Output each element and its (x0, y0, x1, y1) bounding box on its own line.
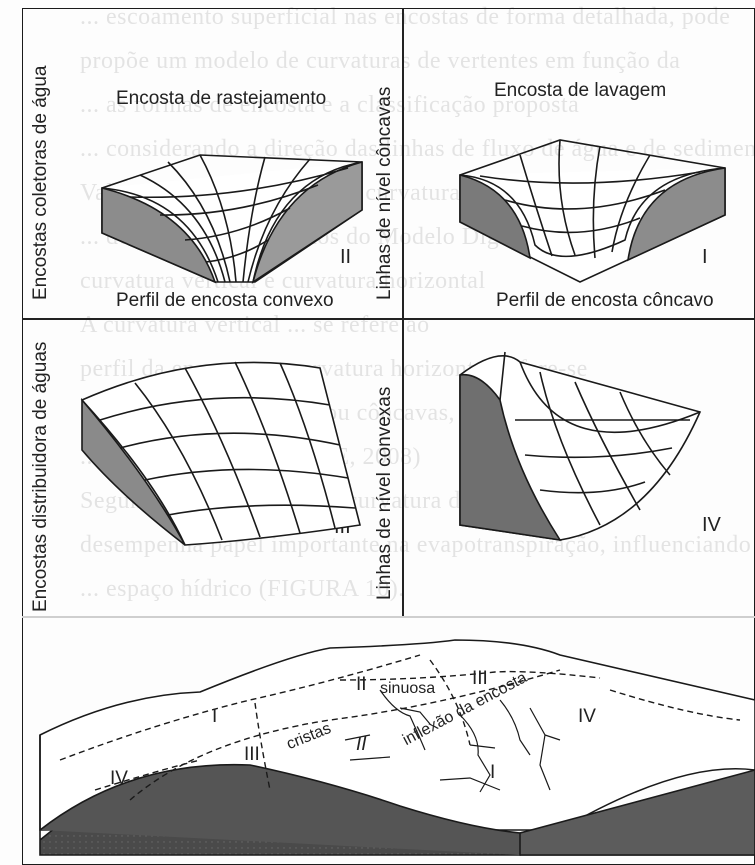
landscape-label-iii-left: III (244, 744, 260, 765)
roman-i-panel: I (702, 246, 708, 268)
landscape-label-i-right: I (490, 762, 496, 783)
landscape-label-iii-top: III (472, 668, 488, 689)
roman-iv-panel: IV (702, 514, 721, 536)
grid-horizontal-divider (22, 318, 755, 320)
background-text-line: A curvatura vertical ... se refere ao (80, 312, 430, 338)
landscape-label-i: I (212, 706, 218, 727)
landscape-label-iv-left: IV (110, 768, 128, 789)
landscape-label-ii-center: II (356, 734, 367, 755)
landscape-label-ii-sinuosa: II (356, 674, 367, 695)
background-text-line: ... espaço hídrico (FIGURA 10). (80, 576, 405, 602)
title-encosta-rastejamento: Encosta de rastejamento (116, 88, 327, 109)
background-text-line: curvatura vertical e curvatura horizonta… (80, 268, 486, 294)
caption-perfil-concavo: Perfil de encosta côncavo (496, 290, 714, 311)
roman-ii-panel: II (340, 246, 352, 268)
title-encosta-lavagem: Encosta de lavagem (494, 80, 667, 101)
grid-vertical-divider (402, 8, 404, 616)
background-text-line: propõe um modelo de curvaturas de verten… (80, 48, 681, 74)
grid-bottom-divider (22, 616, 755, 618)
background-text-line: ... as formas de encosta e a classificaç… (80, 92, 580, 118)
landscape-label-sinuosa: sinuosa (380, 680, 436, 697)
caption-perfil-convexo: Perfil de encosta convexo (116, 290, 334, 311)
landscape-label-iv-right: IV (578, 706, 596, 727)
